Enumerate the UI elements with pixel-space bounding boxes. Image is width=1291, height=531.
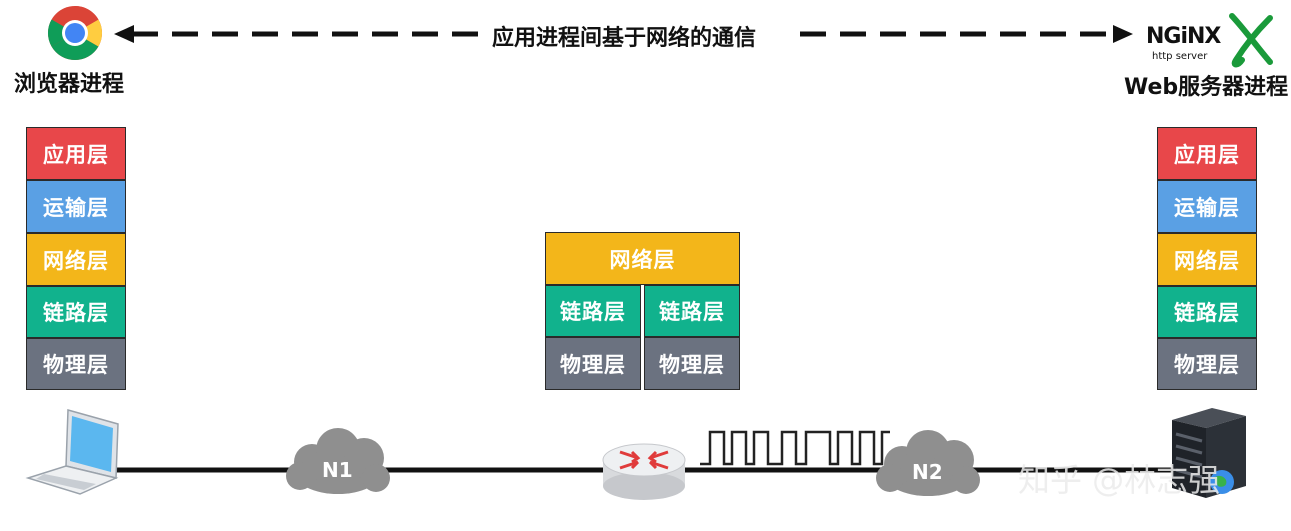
cloud-n1-label: N1 bbox=[322, 458, 353, 482]
router-link-layer-left: 链路层 bbox=[545, 285, 641, 337]
left-link-layer: 链路层 bbox=[26, 286, 126, 338]
left-transport-layer: 运输层 bbox=[26, 180, 126, 233]
chrome-icon bbox=[48, 6, 102, 60]
right-physical-layer: 物理层 bbox=[1157, 338, 1257, 390]
right-network-layer: 网络层 bbox=[1157, 233, 1257, 286]
router-link-layer-right: 链路层 bbox=[644, 285, 740, 337]
right-application-layer: 应用层 bbox=[1157, 127, 1257, 180]
arrow-label: 应用进程间基于网络的通信 bbox=[492, 20, 756, 52]
router-physical-layer-left: 物理层 bbox=[545, 337, 641, 390]
router-network-layer: 网络层 bbox=[545, 232, 740, 285]
web-server-process-label: Web服务器进程 bbox=[1124, 69, 1288, 101]
laptop-icon bbox=[28, 410, 118, 494]
nginx-logo-text: NGiNX bbox=[1146, 24, 1220, 49]
arrow-head-right bbox=[1113, 25, 1133, 43]
router-physical-layer-right: 物理层 bbox=[644, 337, 740, 390]
nginx-logo-icon bbox=[1232, 16, 1270, 65]
cloud-n2-label: N2 bbox=[912, 460, 943, 484]
nginx-sub-text: http server bbox=[1152, 51, 1207, 62]
signal-wave bbox=[700, 432, 890, 464]
browser-process-label: 浏览器进程 bbox=[14, 66, 124, 98]
router-icon bbox=[603, 444, 685, 500]
left-network-layer: 网络层 bbox=[26, 233, 126, 286]
left-application-layer: 应用层 bbox=[26, 127, 126, 180]
right-transport-layer: 运输层 bbox=[1157, 180, 1257, 233]
arrow-head-left bbox=[114, 25, 134, 43]
watermark: 知乎 @林志强 bbox=[1018, 455, 1220, 501]
right-link-layer: 链路层 bbox=[1157, 286, 1257, 338]
left-physical-layer: 物理层 bbox=[26, 338, 126, 390]
